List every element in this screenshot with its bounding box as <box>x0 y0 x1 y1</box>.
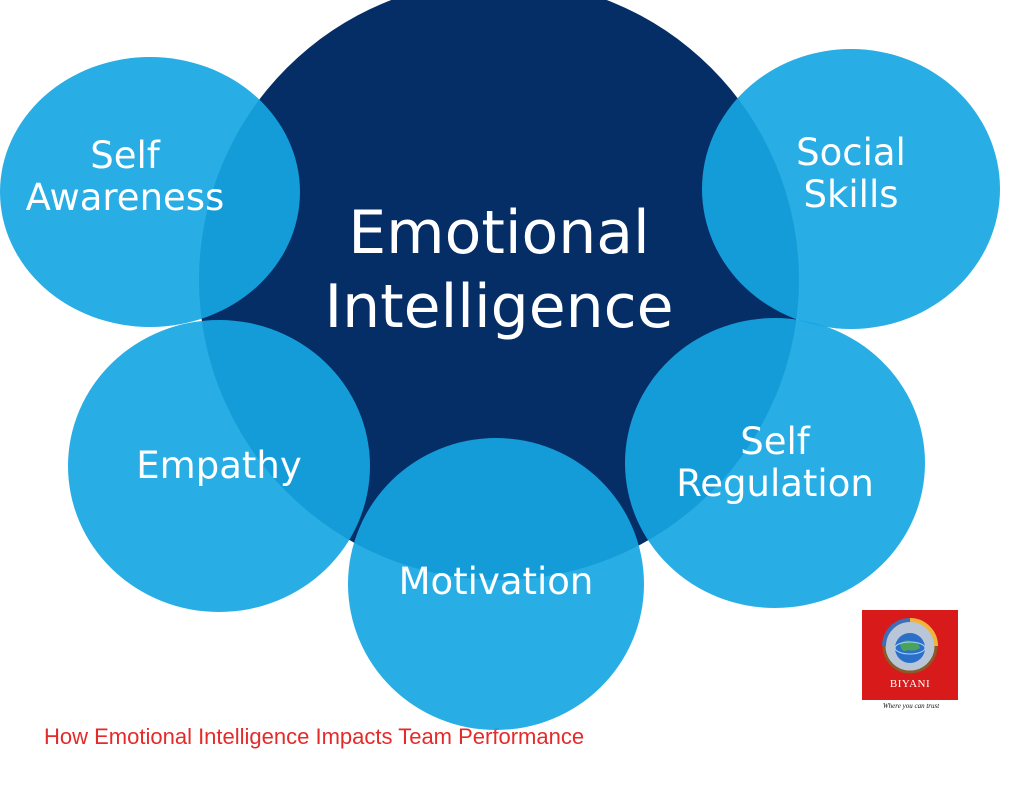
globe-emblem-icon <box>882 618 938 674</box>
node-motivation-label: Motivation <box>398 559 594 603</box>
node-motivation-line1: Motivation <box>398 559 594 603</box>
logo-tagline: Where you can trust <box>882 702 940 710</box>
center-label-line2: Intelligence <box>324 272 674 342</box>
biyani-logo: BIYANI <box>862 610 958 700</box>
node-self-regulation-line2: Regulation <box>676 462 874 505</box>
center-label-line1: Emotional <box>348 198 650 268</box>
node-social-skills-line2: Skills <box>803 173 899 216</box>
node-social-skills-label: Social Skills <box>796 132 906 216</box>
node-self-regulation: Self Regulation <box>625 318 925 608</box>
node-social-skills: Social Skills <box>702 49 1000 329</box>
node-self-regulation-label: Self Regulation <box>676 421 874 505</box>
node-self-awareness-line2: Awareness <box>25 176 225 219</box>
node-self-awareness-line1: Self <box>90 134 160 177</box>
node-empathy-label: Empathy <box>136 445 301 487</box>
node-empathy-line1: Empathy <box>136 444 302 487</box>
center-label: Emotional Intelligence <box>324 196 673 344</box>
node-social-skills-line1: Social <box>796 131 906 174</box>
node-self-awareness: Self Awareness <box>0 57 300 327</box>
node-empathy: Empathy <box>68 320 370 612</box>
node-self-awareness-label: Self Awareness <box>26 135 225 219</box>
node-motivation: Motivation <box>348 438 644 730</box>
node-self-regulation-line1: Self <box>740 420 810 463</box>
logo-name: BIYANI <box>889 678 931 690</box>
